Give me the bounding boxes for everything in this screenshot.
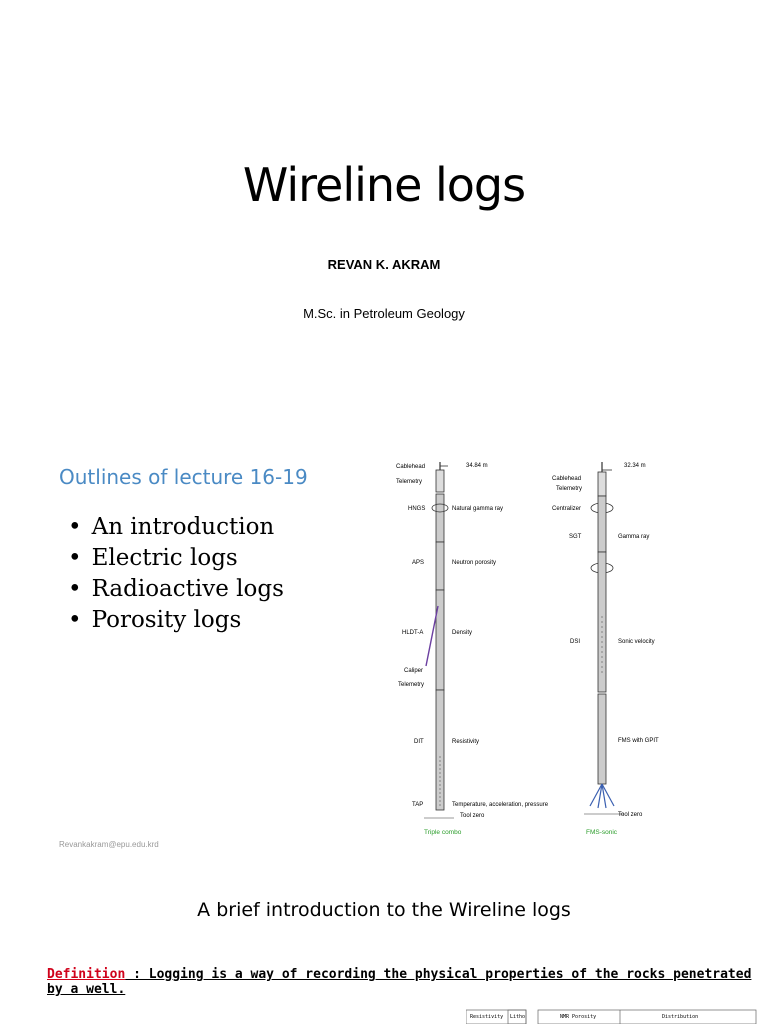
left-desc-density: Density — [452, 630, 472, 636]
left-label-telemetry-2: Telemetry — [398, 682, 424, 688]
author-email: Revankakram@epu.edu.krd — [59, 840, 159, 849]
logging-tool-diagram: 34.84 m Cablehead Telemetry HNGS APS HLD… — [396, 462, 659, 836]
author-name: REVAN K. AKRAM — [327, 257, 441, 272]
left-label-cablehead: Cablehead — [396, 464, 425, 470]
right-label-sgt: SGT — [569, 534, 582, 540]
fms-sonic-tool — [584, 462, 624, 815]
left-desc-toolzero: Tool zero — [460, 813, 485, 819]
outline-item: Radioactive logs — [68, 574, 284, 605]
outline-item: Electric logs — [68, 543, 284, 574]
definition-paragraph: Definition : Logging is a way of recordi… — [47, 967, 768, 997]
right-desc-sonic: Sonic velocity — [618, 639, 655, 645]
left-caption: Triple combo — [424, 829, 462, 836]
left-label-caliper: Caliper — [404, 668, 423, 674]
left-label-telemetry: Telemetry — [396, 479, 422, 485]
definition-text: : Logging is a way of recording the phys… — [47, 967, 752, 997]
right-desc-fms: FMS with GPIT — [618, 738, 659, 744]
triple-combo-tool — [424, 462, 454, 819]
section-title: A brief introduction to the Wireline log… — [197, 899, 571, 921]
right-label-dsi: DSI — [570, 639, 580, 645]
definition-label: Definition — [47, 967, 126, 982]
left-label-dit: DIT — [414, 739, 424, 745]
left-desc-tap: Temperature, acceleration, pressure — [452, 802, 549, 808]
slide-title: Wireline logs — [242, 158, 526, 212]
author-degree: M.Sc. in Petroleum Geology — [303, 306, 465, 321]
right-top-length: 32.34 m — [624, 463, 646, 469]
table-header-resistivity: Resistivity — [470, 1014, 503, 1020]
left-label-hngs: HNGS — [408, 506, 425, 512]
right-desc-gamma: Gamma ray — [618, 534, 649, 540]
right-label-centralizer: Centralizer — [552, 506, 581, 512]
left-top-length: 34.84 m — [466, 463, 488, 469]
left-desc-neutron: Neutron porosity — [452, 560, 496, 566]
outline-heading: Outlines of lecture 16-19 — [59, 465, 308, 489]
table-header-litho: Litho — [510, 1014, 525, 1020]
right-label-cablehead: Cablehead — [552, 476, 581, 482]
outline-list: An introduction Electric logs Radioactiv… — [68, 512, 284, 636]
table-header-nmr: NMR Porosity — [560, 1014, 596, 1020]
right-desc-toolzero: Tool zero — [618, 812, 643, 818]
right-label-telemetry: Telemetry — [556, 486, 582, 492]
right-caption: FMS-sonic — [586, 829, 618, 836]
log-table-preview: Resistivity Litho NMR Porosity Distribut… — [466, 1009, 757, 1024]
table-header-distribution: Distribution — [662, 1014, 698, 1020]
left-label-aps: APS — [412, 560, 424, 566]
left-label-tap: TAP — [412, 802, 423, 808]
left-label-hldt: HLDT-A — [402, 630, 423, 636]
left-desc-resistivity: Resistivity — [452, 739, 479, 745]
outline-item: An introduction — [68, 512, 284, 543]
left-desc-gamma: Natural gamma ray — [452, 506, 503, 512]
outline-item: Porosity logs — [68, 605, 284, 636]
